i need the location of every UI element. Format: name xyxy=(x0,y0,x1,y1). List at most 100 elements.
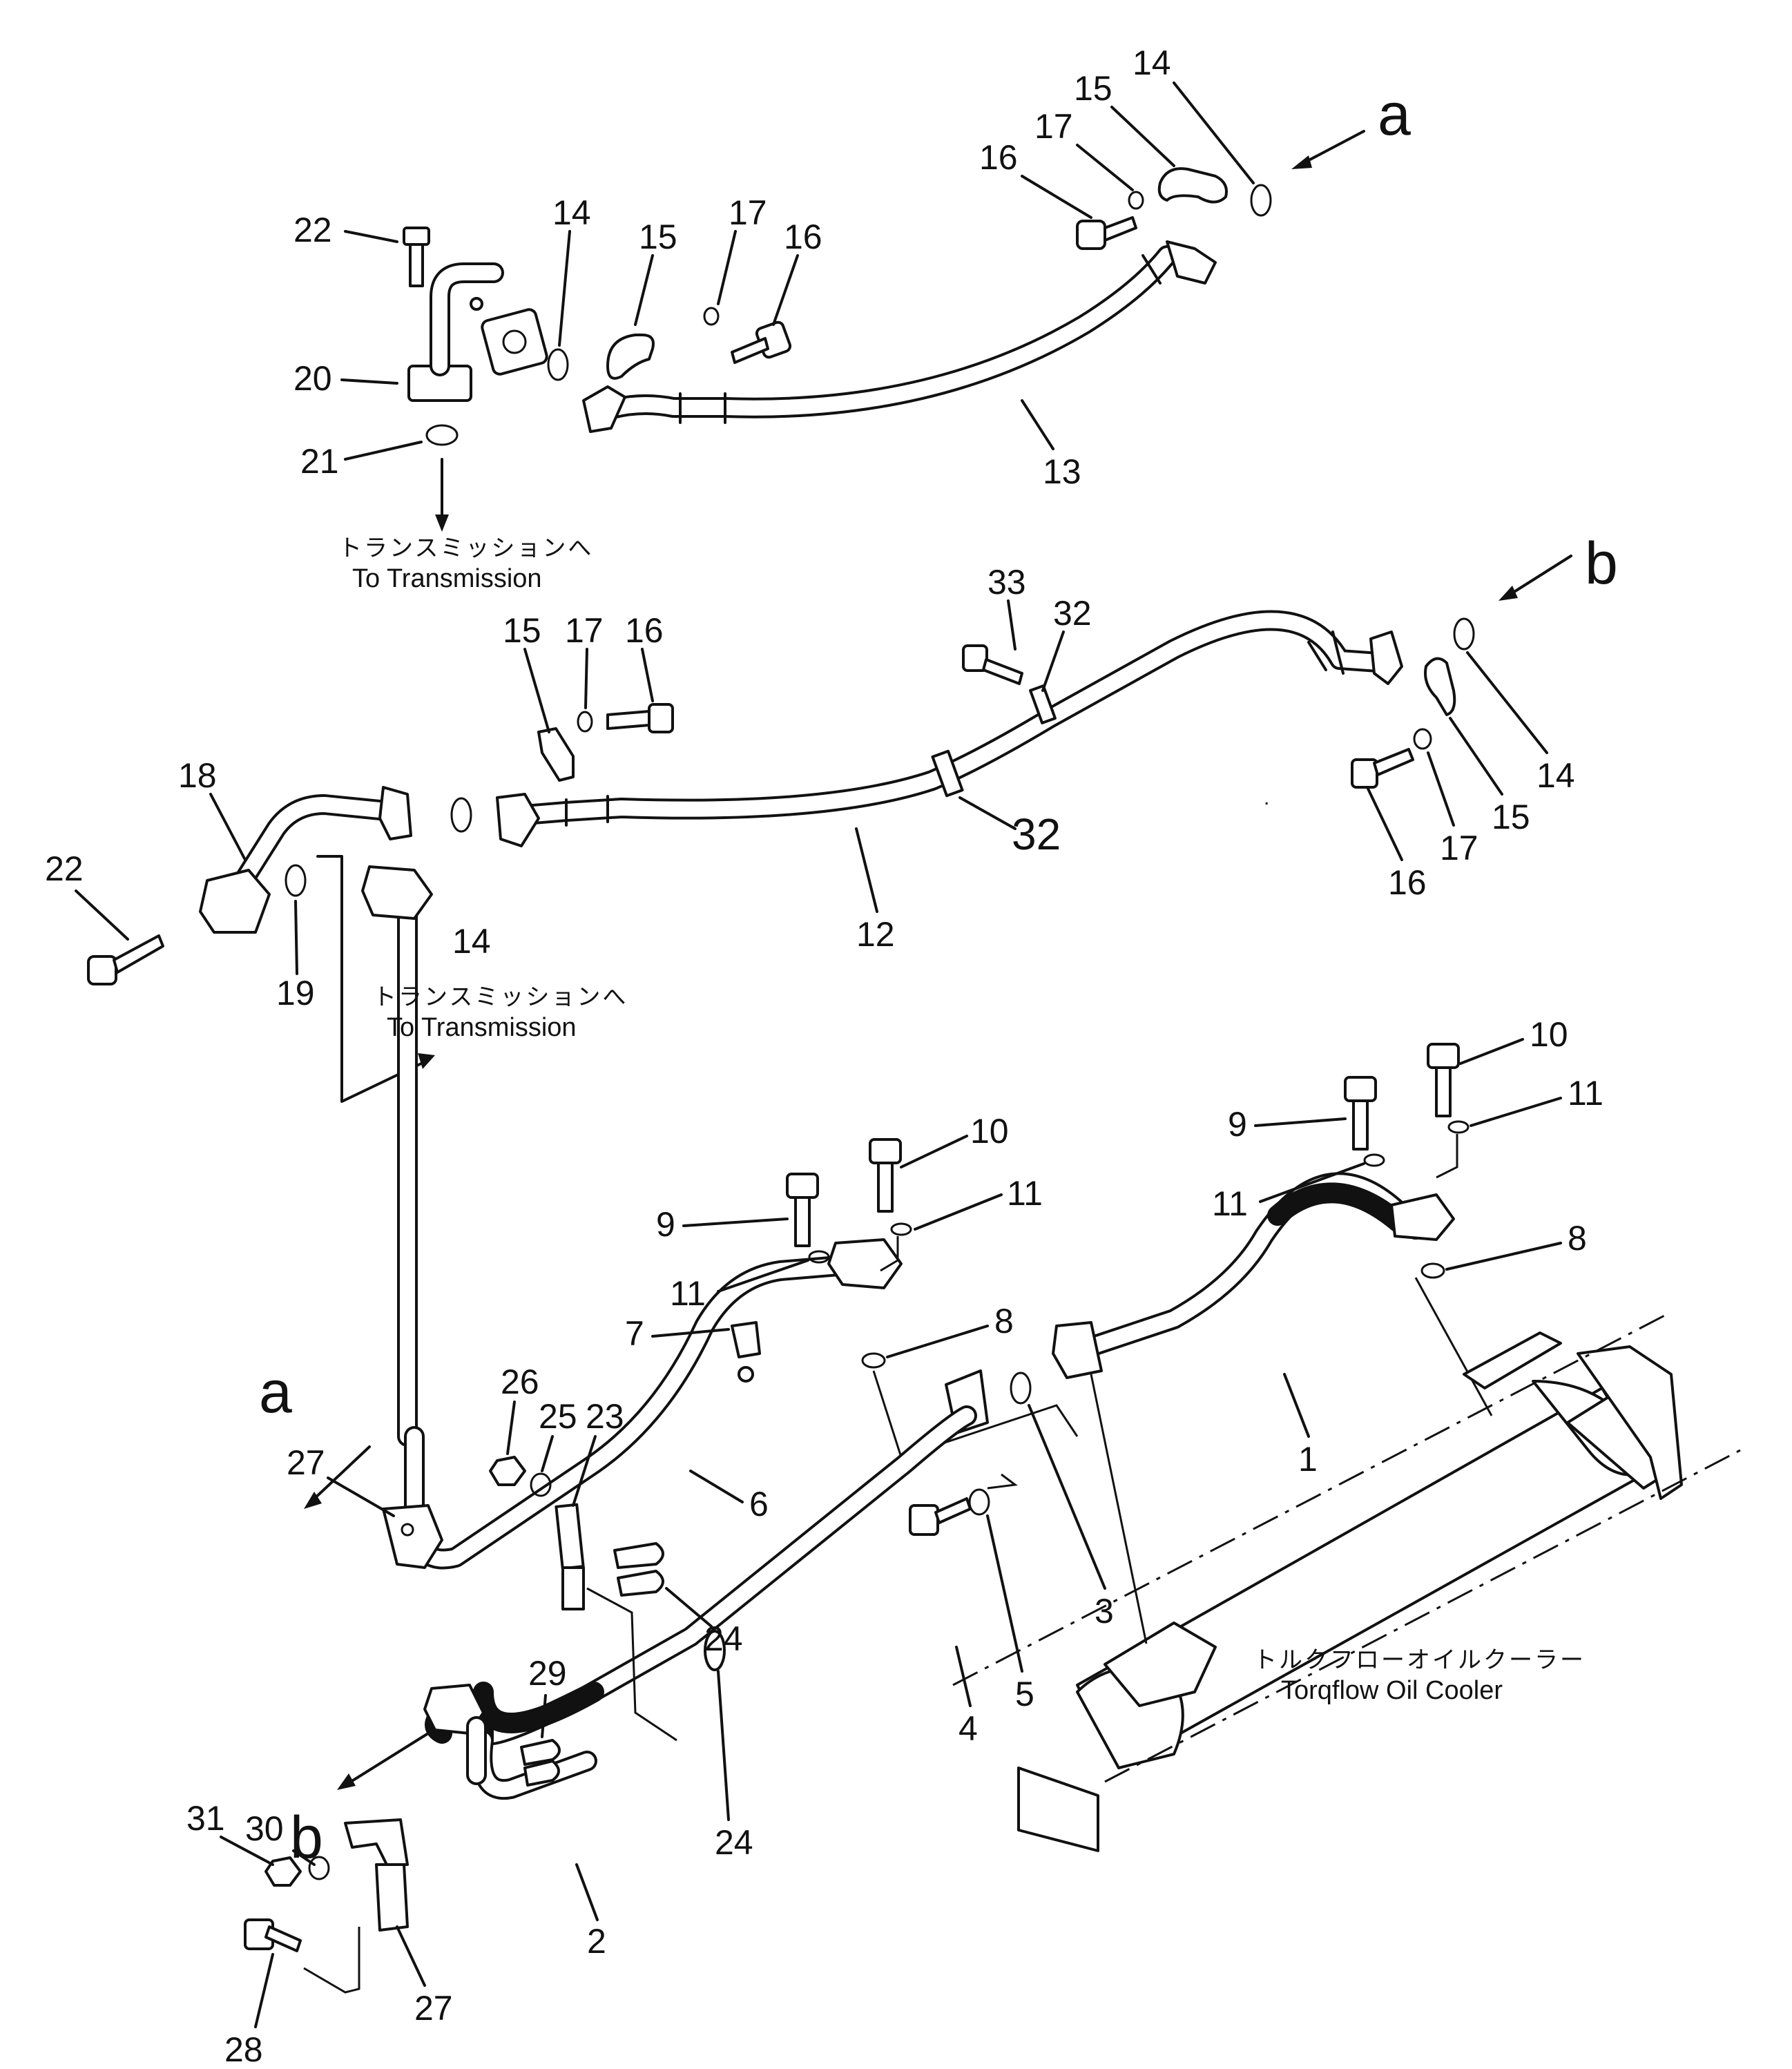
note-transmission-jp-2: トランスミッションへ xyxy=(373,983,628,1011)
callout-19: 19 xyxy=(276,974,315,1012)
callout-14-middle-left: 14 xyxy=(452,922,491,961)
hose-13 xyxy=(582,240,1217,433)
elbow-20 xyxy=(407,262,548,402)
o-ring-14-middle-right xyxy=(1453,617,1475,651)
callout-8-left: 8 xyxy=(994,1302,1014,1340)
torqflow-oil-cooler xyxy=(952,1311,1741,1852)
callout-15-middle-right: 15 xyxy=(1492,798,1530,836)
lock-washer-11-d xyxy=(1363,1153,1385,1167)
callout-20: 20 xyxy=(293,359,332,398)
callout-16-middle-right: 16 xyxy=(1388,863,1427,902)
callout-15-top-right: 15 xyxy=(1074,69,1112,108)
arrow-b-top xyxy=(1504,555,1572,599)
callout-16-top-right: 16 xyxy=(979,138,1018,177)
washer-17-top-right xyxy=(1128,191,1144,210)
u-bolt-29 xyxy=(520,1739,561,1787)
callout-26: 26 xyxy=(501,1363,539,1401)
split-flange-15-top-left xyxy=(606,334,655,380)
callout-21: 21 xyxy=(300,442,339,481)
lock-washer-11-b xyxy=(808,1250,830,1264)
hose-12 xyxy=(496,610,1403,847)
bolt-9-left xyxy=(786,1173,819,1247)
bolt-22-top xyxy=(403,227,430,287)
washer-30 xyxy=(308,1856,330,1880)
washer-25 xyxy=(530,1472,552,1497)
callout-16-middle-left: 16 xyxy=(625,611,664,650)
note-cooler-en: Torqflow Oil Cooler xyxy=(1281,1676,1503,1705)
callout-12: 12 xyxy=(856,915,895,954)
tube-6 xyxy=(361,865,903,1570)
o-ring-21 xyxy=(425,424,459,446)
callout-27-upper: 27 xyxy=(287,1443,325,1482)
bolt-10-left xyxy=(869,1138,902,1213)
split-flange-15-top-right xyxy=(1157,167,1228,204)
callout-29: 29 xyxy=(528,1654,567,1693)
callout-11-d: 11 xyxy=(1212,1184,1248,1223)
clip-24-lower xyxy=(704,1630,726,1671)
callout-11-c: 11 xyxy=(1568,1074,1603,1113)
callout-17-top-left: 17 xyxy=(729,193,767,232)
callout-14-top-right: 14 xyxy=(1133,44,1171,82)
lock-washer-11-c xyxy=(1447,1120,1470,1134)
o-ring-19 xyxy=(285,864,307,897)
callout-10-left: 10 xyxy=(970,1112,1009,1151)
bolt-4 xyxy=(909,1497,972,1536)
callout-2: 2 xyxy=(587,1922,606,1961)
tube-2 xyxy=(423,1369,989,1800)
callout-9-left: 9 xyxy=(656,1205,675,1244)
callout-9-right: 9 xyxy=(1228,1105,1247,1144)
tube-1 xyxy=(1052,1172,1455,1379)
bolt-16-middle-left xyxy=(606,703,674,733)
lock-washer-11-a xyxy=(890,1222,912,1236)
callout-23: 23 xyxy=(586,1397,624,1436)
bolt-10-right xyxy=(1427,1043,1460,1117)
arrow-b-lower xyxy=(344,1732,430,1787)
bracket-23 xyxy=(555,1503,585,1610)
pipe-18 xyxy=(199,786,412,934)
callout-7: 7 xyxy=(625,1314,644,1353)
o-ring-14-top-left xyxy=(547,348,569,381)
note-transmission-jp-1: トランスミッションへ xyxy=(338,535,593,562)
callout-15-top-left: 15 xyxy=(639,218,677,256)
clamp-32 xyxy=(931,684,1057,798)
callout-5: 5 xyxy=(1015,1675,1034,1713)
callout-14-middle-right: 14 xyxy=(1536,756,1575,795)
callout-15-middle-left: 15 xyxy=(503,611,541,650)
o-ring-14-top-right xyxy=(1250,184,1272,217)
letter-a-top: a xyxy=(1378,81,1411,148)
callout-18: 18 xyxy=(178,756,217,795)
callout-11-a: 11 xyxy=(1007,1174,1043,1213)
letter-a-lower: a xyxy=(259,1359,292,1425)
split-flange-15-middle-left xyxy=(537,727,575,782)
washer-17-top-left xyxy=(703,307,720,326)
bolt-16-middle-right xyxy=(1351,748,1414,789)
bolt-33 xyxy=(962,644,1023,685)
callout-32-top: 32 xyxy=(1053,594,1092,633)
note-cooler-jp: トルクフローオイルクーラー xyxy=(1253,1646,1586,1674)
callout-6: 6 xyxy=(749,1485,769,1523)
callout-14-top-left: 14 xyxy=(552,193,591,232)
callout-11-b: 11 xyxy=(670,1274,706,1313)
o-ring-14-middle-left xyxy=(450,797,472,833)
callout-4: 4 xyxy=(958,1709,978,1748)
washer-17-middle-right xyxy=(1413,728,1432,750)
callout-22-middle: 22 xyxy=(45,849,84,888)
callout-31: 31 xyxy=(186,1799,225,1838)
callout-32-bottom: 32 xyxy=(1012,809,1061,859)
bolt-28 xyxy=(244,1918,302,1952)
callout-1: 1 xyxy=(1298,1440,1318,1479)
callout-33: 33 xyxy=(987,563,1026,602)
letter-b-top: b xyxy=(1585,530,1618,597)
bracket-27-lower xyxy=(344,1818,409,1932)
callout-17-middle-right: 17 xyxy=(1440,829,1478,867)
bolt-22-middle xyxy=(87,934,164,985)
callout-13: 13 xyxy=(1043,452,1081,491)
nut-31 xyxy=(264,1856,302,1887)
callout-17-top-right: 17 xyxy=(1034,107,1073,146)
callout-22-top: 22 xyxy=(293,211,332,249)
callout-27-lower: 27 xyxy=(414,1989,453,2028)
o-ring-3 xyxy=(1010,1372,1032,1405)
washer-17-middle-left xyxy=(577,711,593,733)
